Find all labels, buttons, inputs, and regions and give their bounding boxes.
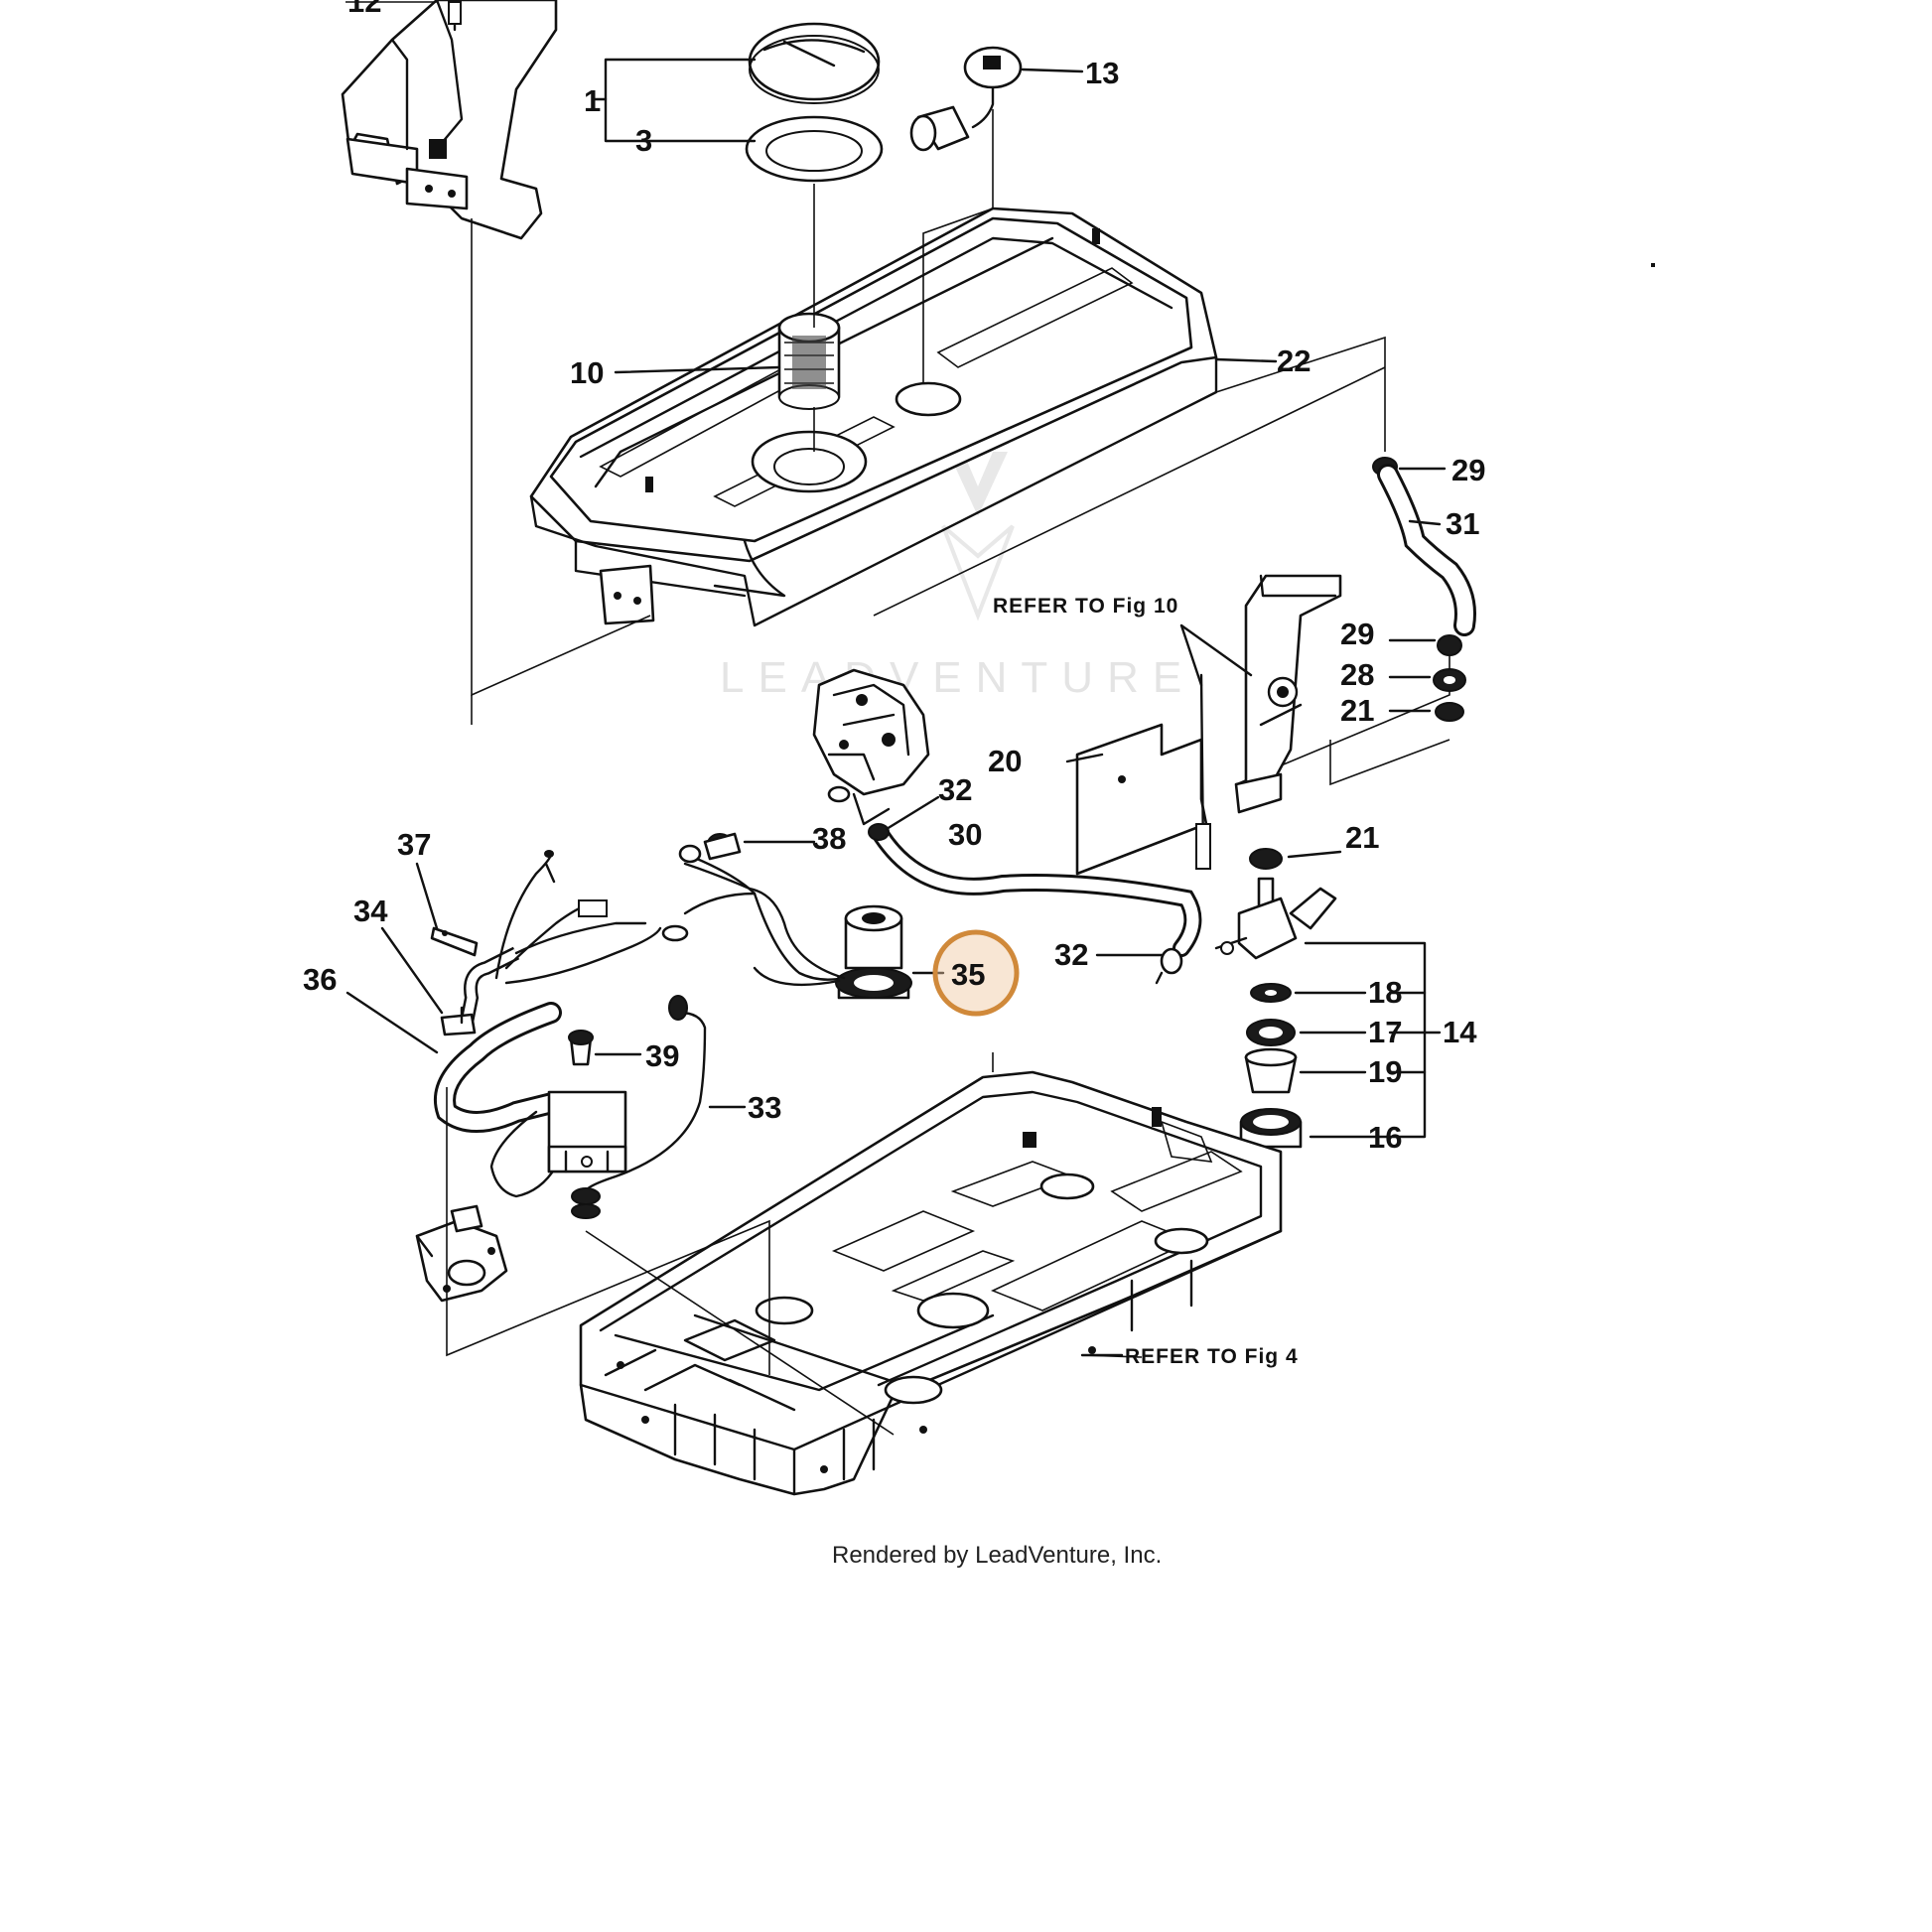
relay-mount (547, 1090, 627, 1219)
callout-31: 31 (1446, 506, 1479, 541)
fuel-cap (748, 22, 881, 104)
callout-12: 12 (347, 0, 381, 19)
wiring-harness (430, 844, 846, 1133)
fuel-panel (1075, 673, 1211, 876)
fuel-tank (529, 207, 1218, 627)
callout-3: 3 (635, 123, 652, 158)
callout-32-upper: 32 (938, 772, 972, 807)
callout-39: 39 (645, 1038, 679, 1073)
callout-16: 16 (1368, 1120, 1402, 1155)
callout-29-top: 29 (1451, 453, 1485, 487)
footer-credit: Rendered by LeadVenture, Inc. (832, 1542, 1162, 1569)
callout-13: 13 (1085, 56, 1119, 90)
callout-30: 30 (948, 817, 982, 852)
chassis-frame (579, 1070, 1283, 1496)
cap-gasket (745, 115, 884, 183)
watermark-text: LEADVENTURE (720, 653, 1195, 702)
callout-21-upper: 21 (1340, 693, 1374, 728)
callout-14: 14 (1443, 1015, 1477, 1049)
callout-20: 20 (988, 744, 1022, 778)
refer-fig-4: REFER TO Fig 4 (1125, 1345, 1299, 1368)
watermark: LEADVENTURE (720, 452, 1195, 702)
callout-34: 34 (353, 894, 388, 928)
fender-bracket (341, 0, 558, 240)
assembly-lines (471, 109, 1450, 786)
callout-labels: 12 1 3 13 10 22 29 31 29 28 21 20 21 32 … (303, 0, 1485, 1155)
callout-35: 35 (951, 957, 985, 992)
callout-36: 36 (303, 962, 337, 997)
callout-18: 18 (1368, 975, 1402, 1010)
callout-19: 19 (1368, 1054, 1402, 1089)
callout-10: 10 (570, 355, 604, 390)
callout-32-lower: 32 (1054, 937, 1088, 972)
stray-dot (1651, 263, 1655, 267)
callout-38: 38 (812, 821, 846, 856)
fuel-hose-lower (868, 823, 1202, 985)
callout-37: 37 (397, 827, 431, 862)
callout-17: 17 (1368, 1015, 1402, 1049)
callout-22: 22 (1277, 344, 1311, 378)
callout-29-lower: 29 (1340, 617, 1374, 651)
refer-fig-10: REFER TO Fig 10 (993, 595, 1178, 618)
leaders (345, 58, 1447, 1357)
fuel-strainer (777, 312, 841, 410)
highlight-ring (932, 929, 1020, 1017)
ground-wires (489, 832, 846, 1198)
callout-1: 1 (584, 83, 601, 118)
callout-28: 28 (1340, 657, 1374, 692)
carburetor (812, 668, 930, 826)
fuel-gauge (909, 46, 1023, 152)
shutoff-valve (1214, 848, 1337, 1149)
fuel-hose-upper (1372, 457, 1476, 722)
mount-bracket (415, 1204, 508, 1303)
shutoff-bracket (1234, 574, 1342, 814)
callout-33: 33 (748, 1090, 781, 1125)
callout-21-lower: 21 (1345, 820, 1379, 855)
fuel-pump (753, 904, 912, 1000)
